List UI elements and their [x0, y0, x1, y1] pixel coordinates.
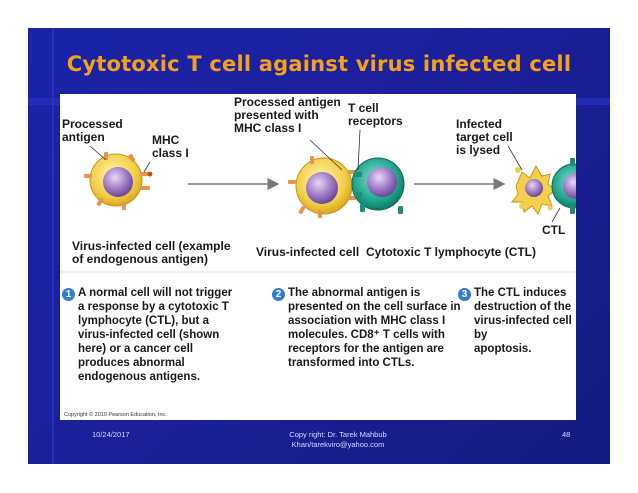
label-infected-target: Infected target cell is lysed — [456, 117, 513, 157]
leader-line — [309, 139, 343, 171]
leader-line — [89, 145, 107, 161]
step-1-text: A normal cell will not trigger a respons… — [78, 287, 233, 383]
decorative-line — [52, 28, 54, 464]
leader-line — [507, 145, 523, 171]
slide: Cytotoxic T cell against virus infected … — [28, 28, 610, 464]
copyright-notice: Copyright © 2010 Pearson Education, Inc. — [64, 412, 167, 418]
virus-infected-cell-1 — [84, 152, 153, 210]
slide-title: Cytotoxic T cell against virus infected … — [66, 52, 572, 76]
cytotoxic-t-lymphocyte-2 — [551, 158, 576, 214]
step-1-badge: 1 — [62, 288, 75, 301]
label-ctl: CTL — [542, 223, 566, 237]
step-3-text: The CTL induces destruction of the virus… — [474, 287, 572, 355]
label-virus-infected-cell: Virus-infected cell — [256, 245, 360, 259]
footer-page-number: 48 — [562, 430, 571, 439]
step-2-badge: 2 — [272, 288, 285, 301]
cell-diagram — [60, 129, 576, 273]
label-processed-antigen: Processed antigen — [62, 117, 123, 144]
footer-date: 10/24/2017 — [92, 430, 130, 439]
label-mhc-class-1: MHC class I — [152, 133, 189, 160]
step-2-text: The abnormal antigen is presented on the… — [288, 287, 461, 369]
label-t-cell-receptors: T cell receptors — [348, 101, 403, 128]
figure-panel: Processed antigen MHC class I Processed … — [60, 94, 576, 420]
label-ctl-name: Cytotoxic T lymphocyte (CTL) — [366, 245, 537, 259]
footer-credit-line2: Khan/tarekviro@yahoo.com — [291, 440, 385, 449]
virus-infected-cell-2 — [288, 156, 356, 218]
leader-line — [143, 161, 151, 173]
leader-line — [357, 129, 361, 171]
label-virus-infected-example: Virus-infected cell (example of endogeno… — [72, 239, 231, 266]
leader-line — [551, 207, 561, 223]
footer-credit-line1: Copy right: Dr. Tarek Mahbub — [289, 430, 387, 439]
step-3-badge: 3 — [458, 288, 471, 301]
cytotoxic-t-lymphocyte-1 — [351, 157, 405, 214]
label-processed-antigen-mhc: Processed antigen presented with MHC cla… — [234, 95, 341, 135]
lysed-target-cell — [511, 164, 557, 216]
